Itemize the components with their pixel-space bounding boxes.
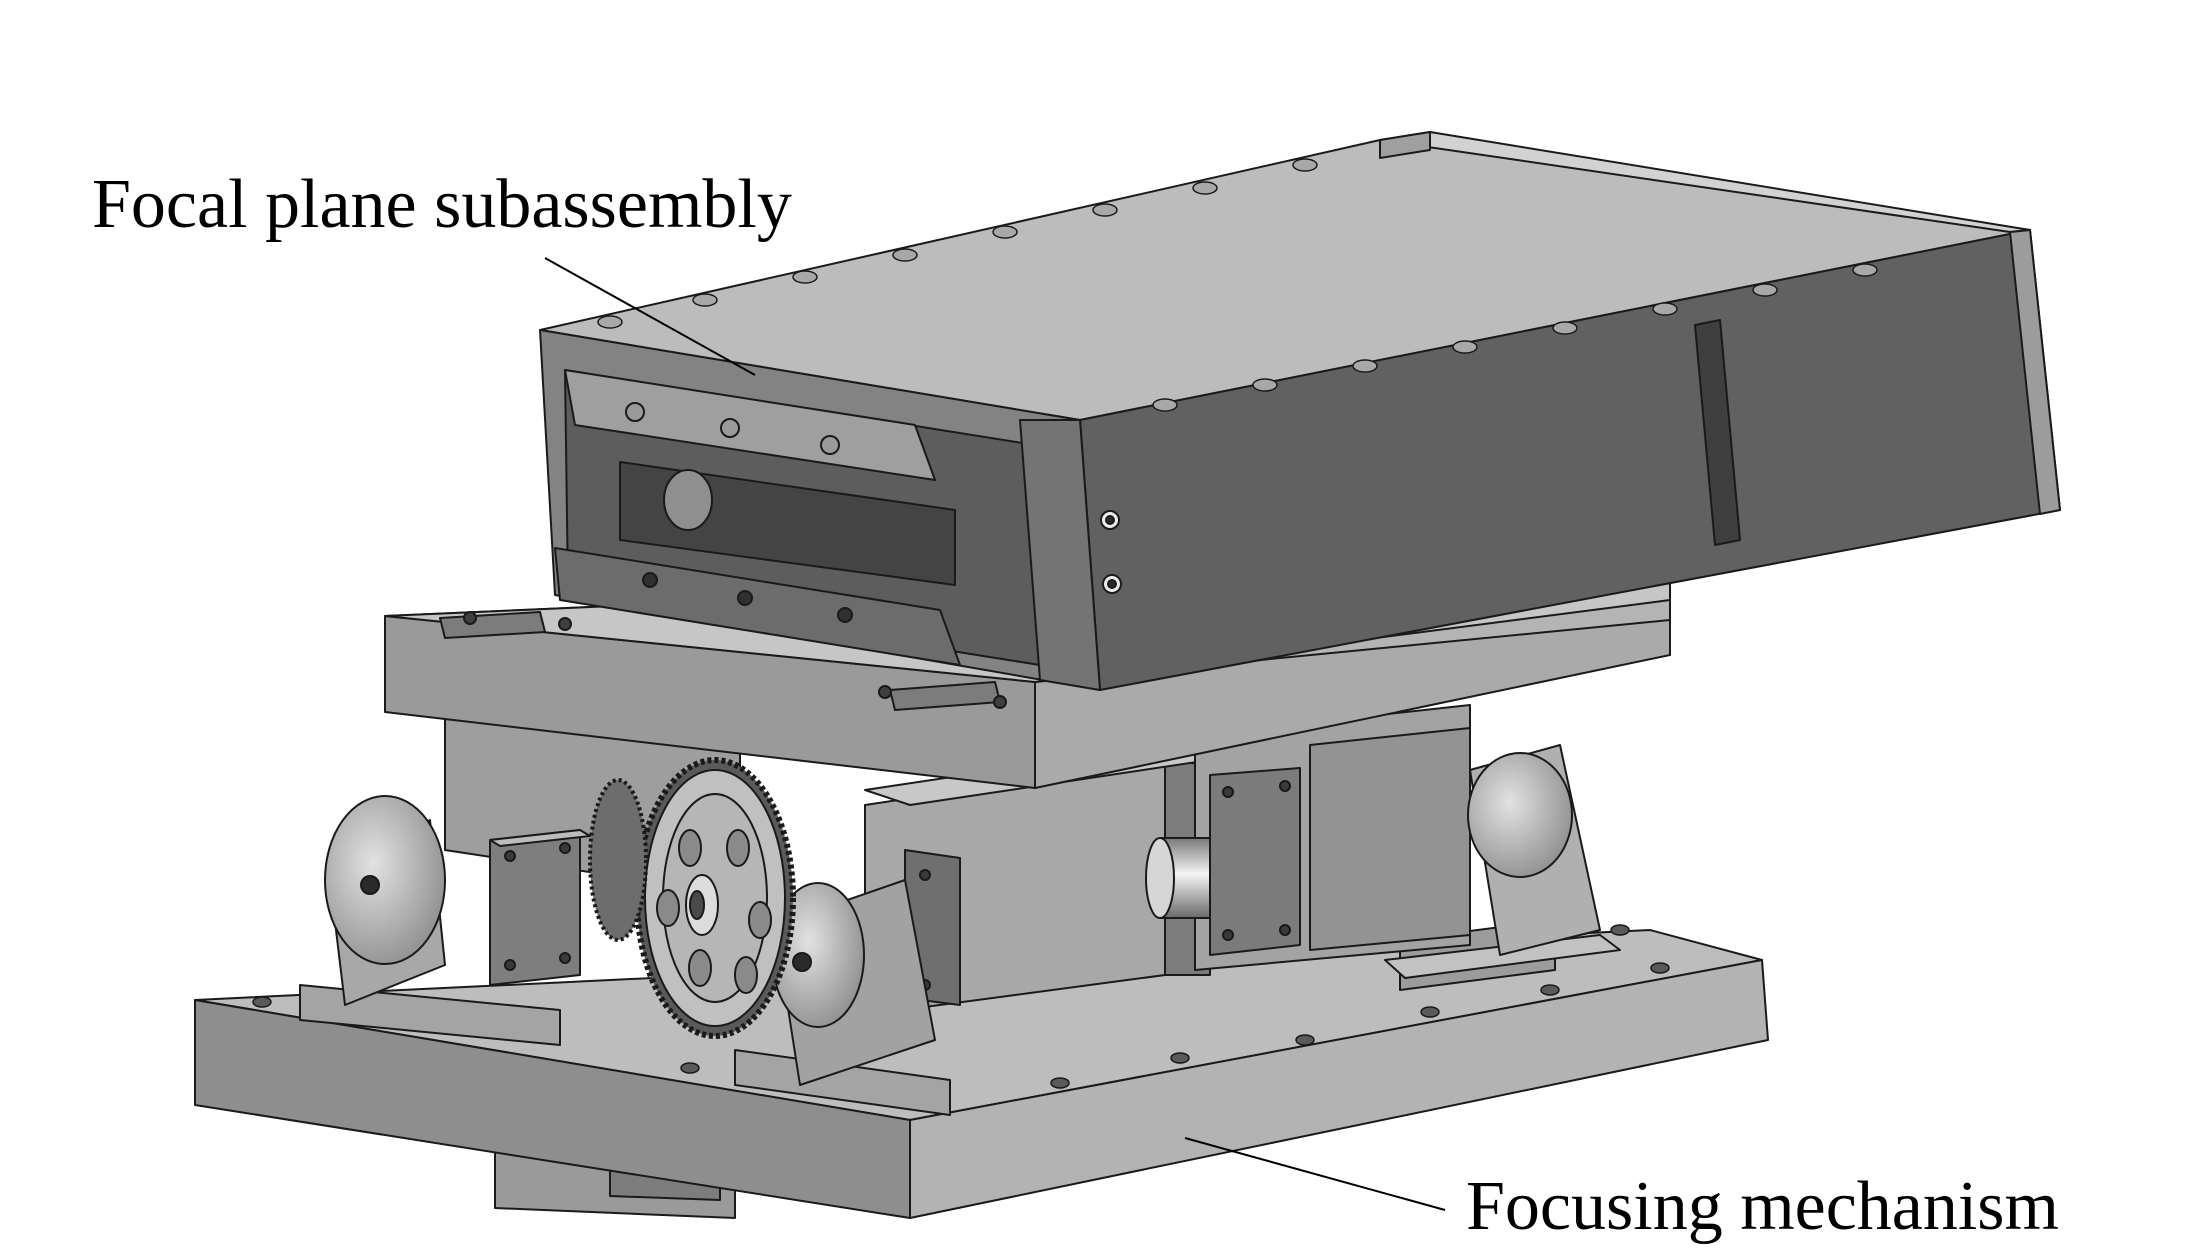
bearing-block-center [771, 879, 936, 1086]
bearing-block-left [324, 795, 446, 1006]
base-plate [194, 929, 1769, 1219]
leader-line-focusing [1184, 1137, 1446, 1211]
focal-plane-housing [539, 131, 2061, 691]
leader-line-focal-plane [544, 257, 756, 376]
label-focal-plane-subassembly: Focal plane subassembly [92, 166, 792, 243]
spur-gear [588, 757, 796, 1039]
label-focusing-mechanism: Focusing mechanism [1466, 1168, 2059, 1245]
motor-flange-left [489, 829, 591, 986]
housing-rim-lugs [597, 158, 1878, 412]
motor-flange-right [1209, 767, 1301, 956]
bearing-block-right [1467, 744, 1601, 956]
